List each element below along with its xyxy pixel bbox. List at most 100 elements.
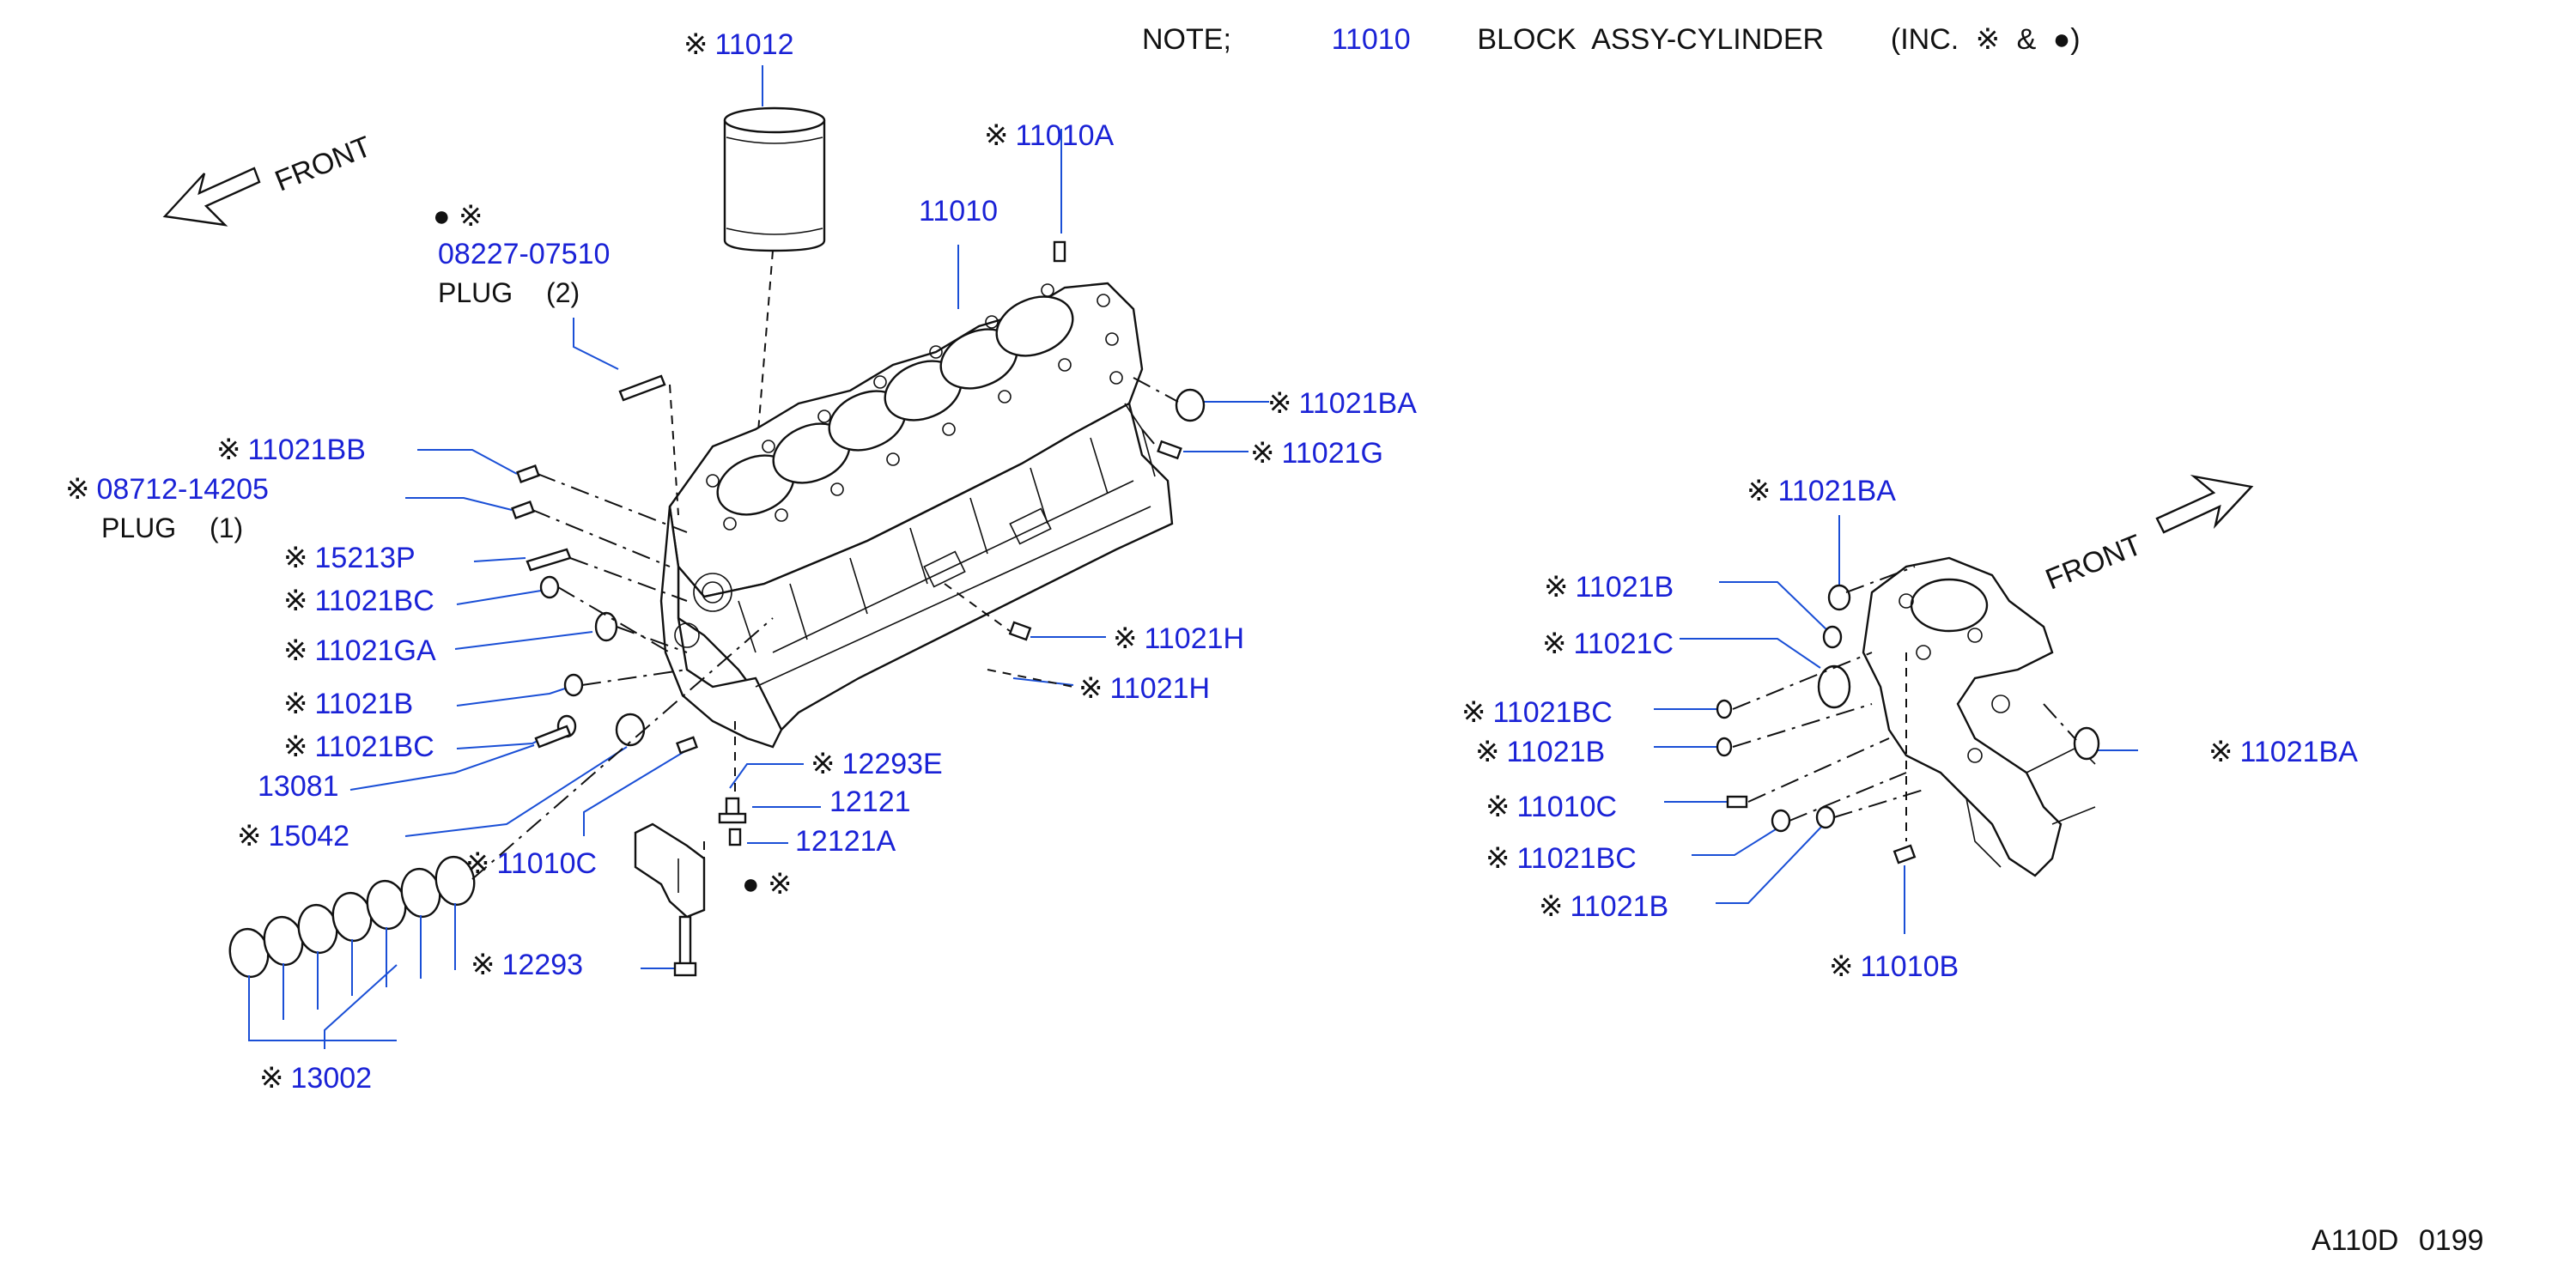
label-mark: ● ※: [433, 200, 483, 233]
bearing-cap-bolt-icon: [673, 915, 697, 977]
label-11010: 11010: [919, 194, 998, 228]
part-link-rv-11010C[interactable]: 11010C: [1516, 791, 1618, 823]
bushing-15042-icon: [615, 713, 646, 747]
part-link-12293[interactable]: 12293: [501, 949, 584, 981]
part-link-rv-11021C[interactable]: 11021C: [1573, 628, 1674, 660]
label-mark: ※: [259, 1062, 284, 1095]
label-11010A: ※11010A: [984, 118, 1114, 153]
label-rv-11010C: ※11010C: [1485, 790, 1617, 824]
part-link-13002[interactable]: 13002: [290, 1062, 373, 1095]
part-link-12121A[interactable]: 12121A: [795, 825, 896, 858]
label-08227-07510-mark: ● ※: [433, 199, 489, 234]
bolt-12121-icon: [718, 797, 747, 824]
part-link-11021H-2[interactable]: 11021H: [1109, 672, 1211, 705]
label-rv-11021BA: ※11021BA: [1747, 474, 1896, 508]
part-link-11021G[interactable]: 11021G: [1281, 437, 1383, 470]
part-link-11021B[interactable]: 11021B: [314, 688, 414, 720]
figure-code: A110D 0199: [2312, 1224, 2484, 1257]
part-link-11010A[interactable]: 11010A: [1015, 119, 1115, 152]
label-rv-11021BA-2: ※11021BA: [2208, 735, 2358, 769]
label-11021BC: ※11021BC: [283, 584, 434, 618]
part-link-rv-11021B[interactable]: 11021B: [1575, 571, 1674, 604]
label-mark: ※: [1747, 475, 1771, 507]
front-arrow-right-icon: [2155, 475, 2254, 534]
label-15042: ※15042: [237, 819, 349, 853]
label-mark: ※: [1475, 736, 1500, 768]
part-link-11012[interactable]: 11012: [714, 28, 794, 61]
label-rv-11021B-2: ※11021B: [1475, 735, 1605, 769]
label-mark: ※: [283, 585, 308, 617]
part-link-11021BA[interactable]: 11021BA: [1298, 387, 1417, 420]
label-mark: ※: [1267, 387, 1292, 420]
dowel-11010A-icon: [1053, 240, 1066, 263]
cam-bushing-set-icon: [228, 855, 476, 979]
dowel-11010C-icon: [676, 736, 698, 755]
label-mark: ※: [811, 748, 835, 780]
bearing-cap-icon: [634, 822, 706, 919]
label-08227-desc: PLUG (2): [438, 277, 580, 308]
plug-11021BB-icon: [516, 464, 540, 483]
label-mark: ※: [1485, 842, 1510, 875]
part-link-rv-11021BC[interactable]: 11021BC: [1492, 696, 1613, 729]
label-mark: ※: [1485, 791, 1510, 823]
label-mark: ※: [1461, 696, 1486, 729]
label-12121A: 12121A: [795, 824, 896, 858]
part-link-12121[interactable]: 12121: [829, 786, 911, 818]
part-link-08712-14205[interactable]: 08712-14205: [96, 473, 269, 506]
part-link-11021H[interactable]: 11021H: [1144, 622, 1245, 655]
part-link-12293E[interactable]: 12293E: [841, 748, 943, 780]
label-mark: ● ※: [742, 868, 793, 901]
label-rv-11021B: ※11021B: [1544, 570, 1674, 604]
label-mark: ※: [2208, 736, 2233, 768]
front-arrow-left-icon: [162, 167, 261, 227]
part-link-08227-07510[interactable]: 08227-07510: [438, 238, 611, 270]
label-11021B: ※11021B: [283, 687, 413, 721]
label-bearing-cap-mark: ● ※: [742, 867, 799, 901]
leader-lines-left: [324, 129, 1269, 1049]
plug-11021GA-icon: [594, 611, 618, 642]
assembly-lines-right: [1732, 566, 2077, 841]
part-link-11021GA[interactable]: 11021GA: [314, 634, 436, 667]
plug-11021BA-icon: [1175, 388, 1206, 422]
label-11021BA: ※11021BA: [1267, 386, 1417, 421]
part-link-rv-11021BA[interactable]: 11021BA: [1777, 475, 1896, 507]
part-link-11021BB[interactable]: 11021BB: [247, 434, 366, 466]
part-link-rv-11021B-2[interactable]: 11021B: [1506, 736, 1606, 768]
right-view-small-parts: [1716, 584, 2100, 864]
part-link-11010C[interactable]: 11010C: [496, 847, 598, 880]
label-rv-11021C: ※11021C: [1542, 627, 1674, 661]
part-link-13081[interactable]: 13081: [258, 770, 339, 803]
plug-11021H-icon: [1008, 621, 1032, 641]
part-link-rv-11021BC-2[interactable]: 11021BC: [1516, 842, 1637, 875]
label-mark: ※: [1250, 437, 1275, 470]
label-rv-11010B: ※11010B: [1829, 949, 1959, 984]
label-11021G: ※11021G: [1250, 436, 1383, 470]
note-part-number-link[interactable]: 11010: [1331, 23, 1411, 56]
label-08712-14205: ※08712-14205: [65, 472, 269, 507]
label-11021BC-2: ※11021BC: [283, 730, 434, 764]
part-link-15213P[interactable]: 15213P: [314, 542, 416, 574]
part-link-11021BC-2[interactable]: 11021BC: [314, 731, 434, 763]
part-link-11021BC[interactable]: 11021BC: [314, 585, 434, 617]
label-11021H: ※11021H: [1113, 622, 1244, 656]
part-link-rv-11021BA-2[interactable]: 11021BA: [2239, 736, 2358, 768]
label-mark: ※: [216, 434, 241, 466]
part-link-11010[interactable]: 11010: [919, 195, 999, 228]
label-mark: ※: [237, 820, 262, 852]
label-mark: ※: [1829, 950, 1854, 983]
label-13081: 13081: [258, 769, 339, 804]
label-11021BB: ※11021BB: [216, 433, 366, 467]
label-13002: ※13002: [259, 1061, 372, 1095]
part-link-rv-11021B-3[interactable]: 11021B: [1570, 890, 1669, 923]
note-line: NOTE; 11010 BLOCK ASSY-CYLINDER (INC. ※ …: [1142, 22, 2081, 57]
part-link-rv-11010B[interactable]: 11010B: [1860, 950, 1959, 983]
plug-08712-icon: [511, 500, 535, 519]
label-mark: ※: [1078, 672, 1103, 705]
plug-11021G-icon: [1157, 440, 1182, 460]
note-prefix: NOTE;: [1142, 23, 1231, 56]
label-11010C: ※11010C: [465, 846, 597, 881]
note-description: BLOCK ASSY-CYLINDER: [1477, 23, 1825, 56]
part-link-15042[interactable]: 15042: [268, 820, 350, 852]
label-mark: ※: [471, 949, 495, 981]
